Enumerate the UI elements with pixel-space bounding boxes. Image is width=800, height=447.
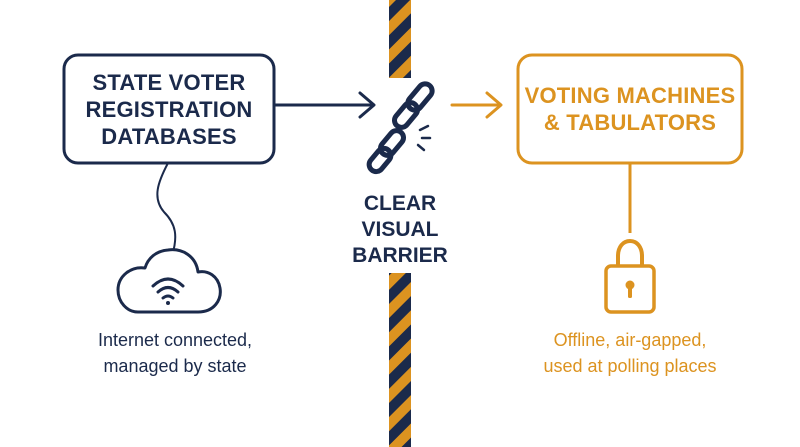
barrier-label: CLEAR VISUAL BARRIER	[350, 187, 450, 273]
network-connection-line	[156, 162, 177, 257]
barrier-label-line: BARRIER	[352, 244, 448, 267]
barrier-stripe-bottom	[389, 268, 411, 447]
left-arrow	[272, 91, 376, 119]
left-caption-line: managed by state	[103, 356, 247, 376]
cloud-icon	[116, 248, 222, 314]
right-arrow	[450, 91, 503, 119]
left-title-line: DATABASES	[101, 123, 237, 149]
left-title-line: STATE VOTER	[92, 69, 246, 95]
barrier-label-line: CLEAR	[363, 192, 437, 215]
left-box-title: STATE VOTER REGISTRATION DATABASES	[64, 55, 274, 163]
left-caption: Internet connected, managed by state	[60, 327, 290, 379]
wifi-icon	[151, 277, 185, 305]
right-caption: Offline, air-gapped, used at polling pla…	[510, 327, 750, 379]
right-box-title: VOTING MACHINES & TABULATORS	[518, 55, 742, 163]
left-title-line: REGISTRATION	[85, 96, 253, 122]
right-caption-line: Offline, air-gapped,	[553, 330, 707, 350]
padlock-icon	[604, 238, 656, 314]
left-caption-line: Internet connected,	[97, 330, 253, 350]
barrier-label-line: VISUAL	[361, 218, 439, 241]
right-title-line: & TABULATORS	[543, 110, 717, 135]
right-title-line: VOTING MACHINES	[524, 83, 736, 108]
right-caption-line: used at polling places	[543, 356, 717, 376]
barrier-stripe-top	[389, 0, 411, 78]
broken-chain-icon	[366, 81, 435, 175]
